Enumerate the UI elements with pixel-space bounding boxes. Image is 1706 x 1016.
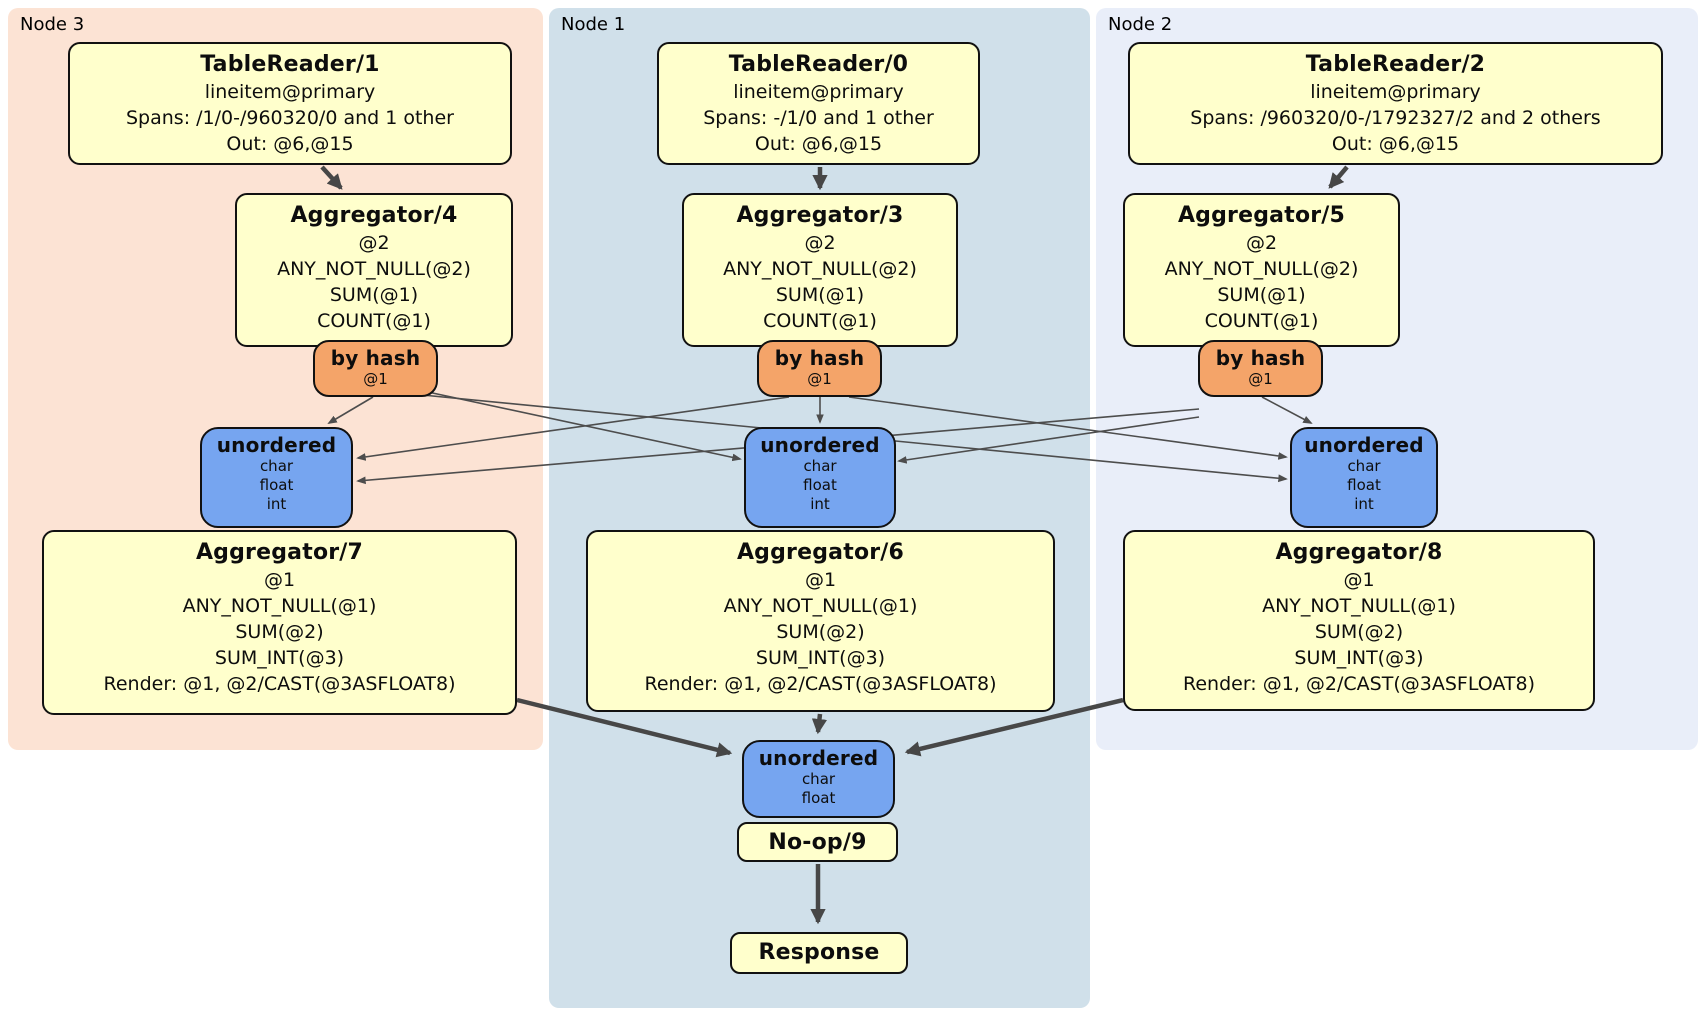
node3-label: Node 3 [20, 14, 85, 35]
box-title: unordered [760, 433, 880, 457]
router1-by-hash: by hash @1 [757, 340, 882, 397]
node2-label: Node 2 [1108, 14, 1173, 35]
box-line: SUM(@1) [775, 284, 865, 306]
sync2-unordered: unordered char float int [1290, 427, 1438, 528]
box-line: char [801, 770, 836, 788]
box-title: TableReader/0 [728, 52, 909, 77]
box-title: Aggregator/8 [1275, 540, 1443, 565]
box-title: Aggregator/4 [290, 203, 458, 228]
box-line: SUM(@2) [776, 621, 865, 643]
box-title: by hash [1215, 346, 1306, 370]
aggregator8-box: Aggregator/8 @1 ANY_NOT_NULL(@1) SUM(@2)… [1123, 530, 1595, 711]
box-line: @2 [804, 232, 836, 254]
box-line: int [1354, 495, 1374, 513]
box-line: Out: @6,@15 [226, 133, 354, 155]
aggregator5-box: Aggregator/5 @2 ANY_NOT_NULL(@2) SUM(@1)… [1123, 193, 1400, 347]
box-line: int [266, 495, 287, 513]
box-title: unordered [1304, 433, 1424, 457]
box-line: char [259, 457, 294, 475]
box-line: char [803, 457, 837, 475]
box-line: COUNT(@1) [317, 310, 431, 332]
box-line: ANY_NOT_NULL(@2) [723, 258, 917, 280]
box-line: Spans: /960320/0-/1792327/2 and 2 others [1190, 107, 1601, 129]
box-line: float [803, 476, 837, 494]
box-title: by hash [330, 346, 421, 370]
box-line: @1 [1248, 370, 1273, 388]
box-line: lineitem@primary [733, 81, 904, 103]
box-title: Response [758, 940, 880, 965]
box-title: Aggregator/3 [736, 203, 904, 228]
box-line: Render: @1, @2/CAST(@3ASFLOAT8) [644, 673, 997, 695]
box-title: TableReader/1 [200, 52, 380, 77]
router3-by-hash: by hash @1 [313, 340, 438, 397]
box-line: ANY_NOT_NULL(@1) [723, 595, 918, 617]
box-line: Render: @1, @2/CAST(@3ASFLOAT8) [1183, 673, 1535, 695]
aggregator6-box: Aggregator/6 @1 ANY_NOT_NULL(@1) SUM(@2)… [586, 530, 1055, 712]
noop-box: No-op/9 [737, 822, 898, 862]
box-line: COUNT(@1) [1204, 310, 1319, 332]
box-line: Out: @6,@15 [754, 133, 883, 155]
box-line: Out: @6,@15 [1331, 133, 1460, 155]
aggregator3-box: Aggregator/3 @2 ANY_NOT_NULL(@2) SUM(@1)… [682, 193, 958, 347]
box-line: SUM(@1) [1217, 284, 1306, 306]
box-title: TableReader/2 [1305, 52, 1486, 77]
box-title: No-op/9 [768, 830, 867, 855]
sync1-unordered: unordered char float int [744, 427, 896, 528]
box-line: @1 [1343, 569, 1375, 591]
tablereader1-box: TableReader/1 lineitem@primary Spans: /1… [68, 42, 512, 165]
box-line: @2 [358, 232, 390, 254]
box-line: SUM(@1) [329, 284, 419, 306]
box-line: int [810, 495, 830, 513]
box-title: Aggregator/6 [736, 540, 905, 565]
box-line: SUM_INT(@3) [1294, 647, 1424, 669]
response-box: Response [730, 932, 908, 974]
box-line: float [259, 476, 294, 494]
box-line: lineitem@primary [1310, 81, 1481, 103]
box-line: Render: @1, @2/CAST(@3ASFLOAT8) [103, 673, 456, 695]
box-line: float [801, 789, 836, 807]
box-title: unordered [758, 746, 879, 770]
box-line: ANY_NOT_NULL(@1) [1262, 595, 1456, 617]
box-title: Aggregator/5 [1177, 203, 1346, 228]
box-title: by hash [774, 346, 865, 370]
box-line: ANY_NOT_NULL(@2) [1164, 258, 1359, 280]
box-line: @2 [1245, 232, 1278, 254]
router2-by-hash: by hash @1 [1198, 340, 1323, 397]
box-line: SUM(@2) [1314, 621, 1404, 643]
final-sync-unordered: unordered char float [742, 740, 895, 818]
box-line: Spans: /1/0-/960320/0 and 1 other [126, 107, 454, 129]
box-line: lineitem@primary [204, 81, 376, 103]
sync3-unordered: unordered char float int [200, 427, 353, 528]
box-line: SUM_INT(@3) [755, 647, 886, 669]
box-line: @1 [263, 569, 296, 591]
box-line: Spans: -/1/0 and 1 other [703, 107, 934, 129]
aggregator7-box: Aggregator/7 @1 ANY_NOT_NULL(@1) SUM(@2)… [42, 530, 517, 715]
box-line: char [1347, 457, 1381, 475]
box-line: ANY_NOT_NULL(@1) [182, 595, 377, 617]
tablereader0-box: TableReader/0 lineitem@primary Spans: -/… [657, 42, 980, 165]
box-line: float [1347, 476, 1381, 494]
box-line: ANY_NOT_NULL(@2) [277, 258, 471, 280]
box-line: SUM(@2) [235, 621, 324, 643]
box-line: SUM_INT(@3) [214, 647, 345, 669]
aggregator4-box: Aggregator/4 @2 ANY_NOT_NULL(@2) SUM(@1)… [235, 193, 513, 347]
node1-label: Node 1 [561, 14, 626, 35]
tablereader2-box: TableReader/2 lineitem@primary Spans: /9… [1128, 42, 1663, 165]
box-title: Aggregator/7 [195, 540, 364, 565]
box-line: @1 [804, 569, 837, 591]
box-line: COUNT(@1) [763, 310, 877, 332]
box-title: unordered [216, 433, 337, 457]
box-line: @1 [363, 370, 388, 388]
box-line: @1 [807, 370, 832, 388]
